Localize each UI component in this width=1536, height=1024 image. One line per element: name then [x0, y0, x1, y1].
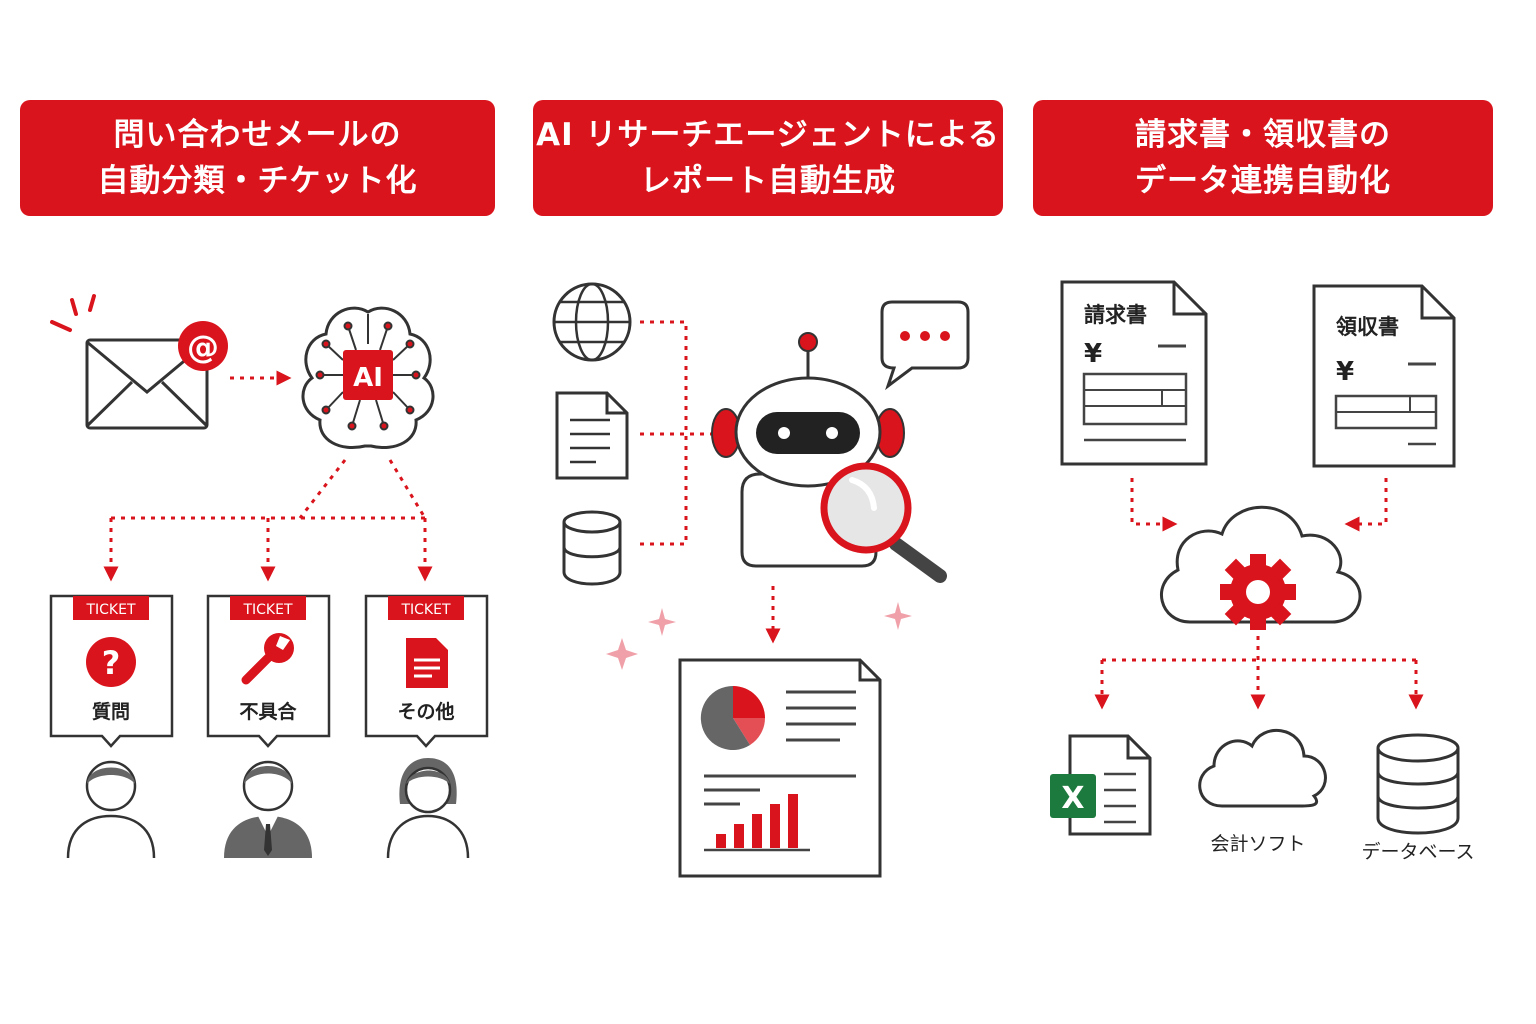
at-badge — [178, 321, 228, 371]
svg-text:?: ? — [102, 644, 121, 682]
ai-chip-label: AI — [353, 363, 383, 393]
question-icon: ? — [86, 637, 136, 687]
excel-mark: X — [1061, 781, 1084, 816]
panel2-diagram — [552, 282, 970, 878]
brain-ai-icon: AI — [301, 306, 435, 449]
pie-chart-icon — [700, 685, 765, 750]
database-icon — [1376, 733, 1460, 835]
speech-bubble-icon — [880, 300, 970, 391]
person-businessman-icon — [224, 760, 312, 858]
ticket-label: 質問 — [92, 700, 130, 723]
magnifier-icon — [820, 462, 947, 583]
accounting-software-label: 会計ソフト — [1210, 833, 1305, 855]
cloud-icon — [1198, 729, 1327, 808]
panel3-title-line2: データ連携自動化 — [1135, 163, 1391, 199]
gear-icon — [1220, 554, 1296, 630]
document-icon — [555, 391, 629, 480]
panel2-title-line1: AI リサーチエージェントによる — [536, 117, 1000, 153]
panel2-title-banner: AI リサーチエージェントによる レポート自動生成 — [533, 100, 1003, 216]
cloud-processing-icon — [1160, 505, 1362, 630]
database-icon — [562, 510, 622, 586]
excel-file-icon: X — [1050, 734, 1152, 836]
document-icon — [406, 638, 448, 688]
invoice-yen: ¥ — [1084, 339, 1102, 369]
person-female-icon — [386, 758, 470, 859]
ticket-question: TICKET ? 質問 — [49, 594, 174, 748]
at-badge-text: @ — [187, 328, 219, 366]
wrench-icon — [241, 633, 294, 685]
panel1-diagram: @ AI — [49, 294, 489, 859]
ticket-other: TICKET その他 — [364, 594, 489, 748]
panel2-title-line2: レポート自動生成 — [640, 163, 896, 199]
receipt-yen: ¥ — [1336, 357, 1354, 387]
panel1-title-banner: 問い合わせメールの 自動分類・チケット化 — [20, 100, 495, 216]
bar-chart-icon — [716, 794, 798, 848]
person-male-icon — [66, 760, 156, 859]
ai-chip — [343, 350, 393, 400]
source-connectors — [636, 320, 716, 546]
report-document-icon — [678, 658, 882, 878]
invoice-document-icon: 請求書 ¥ — [1060, 280, 1208, 466]
ticket-tag: TICKET — [85, 602, 135, 618]
receipt-document-icon: 領収書 ¥ — [1312, 284, 1456, 468]
ticket-distribution-arrows — [103, 459, 433, 582]
receipt-title: 領収書 — [1336, 315, 1399, 339]
sparkle-icons — [606, 602, 912, 670]
envelope-icon: @ — [50, 294, 228, 430]
ticket-bug: TICKET 不具合 — [206, 594, 331, 748]
panel3-title-line1: 請求書・領収書の — [1135, 117, 1391, 153]
doc-to-cloud-arrows — [1130, 478, 1388, 532]
panel1-title-line1: 問い合わせメールの — [113, 117, 402, 153]
database-label: データベース — [1361, 841, 1474, 863]
ticket-label: 不具合 — [239, 700, 297, 723]
panel3-title-banner: 請求書・領収書の データ連携自動化 — [1033, 100, 1493, 216]
ticket-label: その他 — [397, 700, 454, 723]
globe-icon — [552, 282, 632, 362]
panel1-title-line2: 自動分類・チケット化 — [97, 163, 418, 199]
ticket-tag: TICKET — [400, 602, 450, 618]
panel3-diagram: 請求書 ¥ 領収書 ¥ — [1050, 280, 1475, 863]
invoice-title: 請求書 — [1084, 303, 1147, 327]
cloud-output-arrows — [1094, 636, 1424, 710]
ticket-tag: TICKET — [242, 602, 292, 618]
